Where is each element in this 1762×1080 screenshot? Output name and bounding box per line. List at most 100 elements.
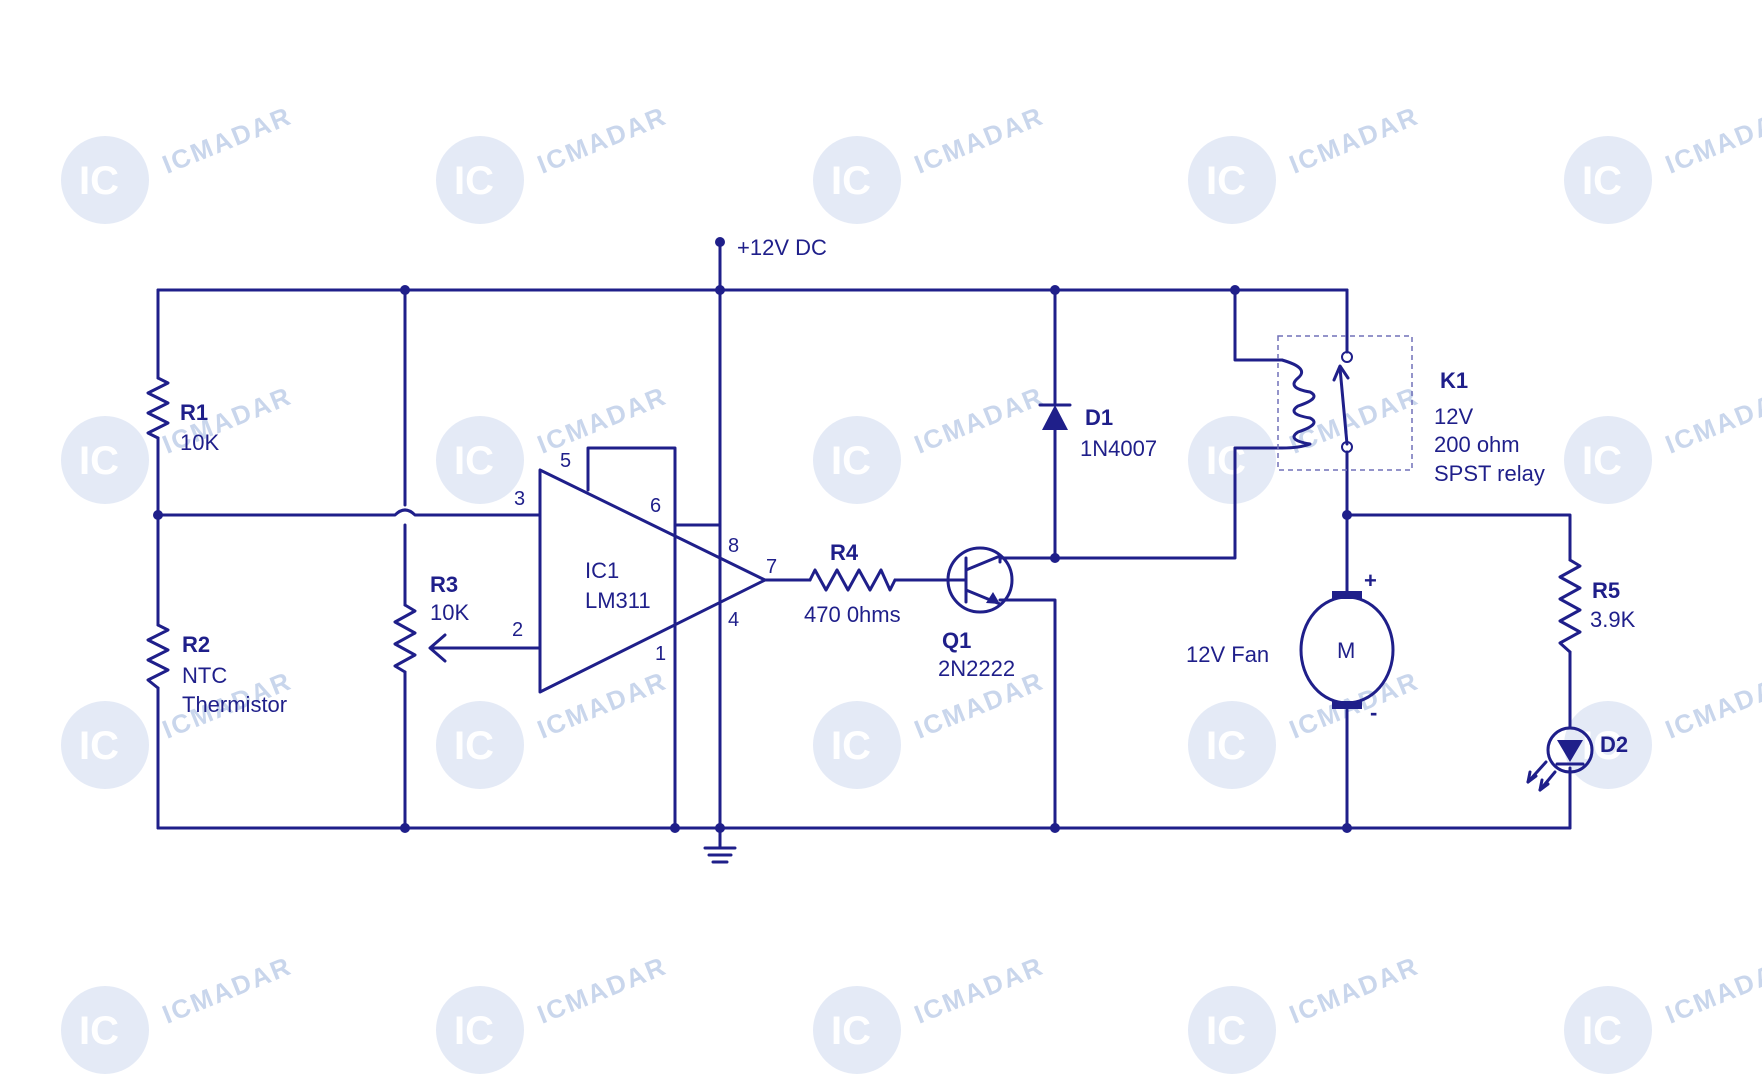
ground-symbol: [703, 826, 737, 864]
d2-ref: D2: [1600, 732, 1628, 757]
watermark-brand: ICMADAR: [910, 101, 1048, 180]
watermark-badge: IC: [1582, 439, 1622, 483]
r1-ref: R1: [180, 400, 208, 425]
watermark-logo: IC ICMADAR: [1188, 101, 1423, 224]
watermark-badge: IC: [1582, 1009, 1622, 1053]
watermark-brand: ICMADAR: [533, 951, 671, 1030]
r2-value-line1: NTC: [182, 663, 227, 688]
watermark-badge: IC: [831, 724, 871, 768]
watermark-logo: IC ICMADAR: [436, 101, 671, 224]
fan-label: 12V Fan: [1186, 642, 1269, 667]
k1-line3: SPST relay: [1434, 461, 1545, 486]
watermark-layer: IC ICMADAR IC ICMADAR IC ICMADAR IC ICMADAR IC IC…: [61, 101, 1762, 1074]
r3-value: 10K: [430, 600, 469, 625]
watermark-brand: ICMADAR: [533, 666, 671, 745]
ic1-ref: IC1: [585, 558, 619, 583]
ic1-pin2: 2: [512, 619, 523, 641]
d1-part: 1N4007: [1080, 436, 1157, 461]
wires: [156, 240, 1572, 830]
watermark-logo: IC ICMADAR: [1188, 951, 1423, 1074]
ic1-pin4: 4: [728, 609, 739, 631]
watermark-brand: ICMADAR: [1661, 381, 1762, 460]
watermark-logo: IC ICMADAR: [813, 381, 1048, 504]
watermark-badge: IC: [1206, 1009, 1246, 1053]
watermark-logo: IC ICMADAR: [813, 101, 1048, 224]
r3-ref: R3: [430, 572, 458, 597]
watermark-logo: IC ICMADAR: [813, 951, 1048, 1074]
k1-line2: 200 ohm: [1434, 432, 1520, 457]
watermark-badge: IC: [831, 159, 871, 203]
watermark-badge: IC: [454, 439, 494, 483]
watermark-logo: IC ICMADAR: [61, 381, 296, 504]
fan-motor: M + - 12V Fan: [1186, 568, 1395, 725]
resistor-r1: R1 10K: [146, 376, 219, 455]
ic1-pin3: 3: [514, 488, 525, 510]
watermark-badge: IC: [1206, 439, 1246, 483]
ic1-pin7: 7: [766, 556, 777, 578]
d1-ref: D1: [1085, 405, 1113, 430]
ic1-pin1: 1: [655, 643, 666, 665]
comparator-ic1: IC1 LM311 3 2 5 6 8 7 4 1: [512, 450, 777, 694]
thermistor-r2: R2 NTC Thermistor: [146, 623, 287, 717]
watermark-badge: IC: [79, 159, 119, 203]
ic1-part: LM311: [585, 588, 651, 613]
watermark-brand: ICMADAR: [910, 381, 1048, 460]
watermark-brand: ICMADAR: [158, 381, 296, 460]
watermark-badge: IC: [454, 724, 494, 768]
watermark-logo: IC ICMADAR: [1564, 381, 1762, 504]
fan-symbol: M: [1337, 638, 1355, 663]
supply-label: +12V DC: [737, 235, 827, 260]
r5-value: 3.9K: [1590, 607, 1636, 632]
watermark-badge: IC: [831, 1009, 871, 1053]
watermark-badge: IC: [831, 439, 871, 483]
k1-ref: K1: [1440, 368, 1468, 393]
q1-ref: Q1: [942, 628, 971, 653]
watermark-badge: IC: [79, 439, 119, 483]
watermark-brand: ICMADAR: [1285, 951, 1423, 1030]
resistor-r5: R5 3.9K: [1558, 558, 1636, 654]
transistor-q1: Q1 2N2222: [938, 546, 1015, 681]
watermark-logo: IC ICMADAR: [1564, 951, 1762, 1074]
watermark-brand: ICMADAR: [910, 951, 1048, 1030]
k1-line1: 12V: [1434, 404, 1473, 429]
diode-d1: D1 1N4007: [1038, 403, 1157, 461]
watermark-badge: IC: [1206, 159, 1246, 203]
watermark-brand: ICMADAR: [533, 101, 671, 180]
junction-dots: [153, 237, 1352, 833]
watermark-logo: IC ICMADAR: [436, 951, 671, 1074]
r4-ref: R4: [830, 540, 859, 565]
fan-minus: -: [1370, 700, 1377, 725]
q1-part: 2N2222: [938, 656, 1015, 681]
ic1-pin6: 6: [650, 495, 661, 517]
ic1-pin5: 5: [560, 450, 571, 472]
watermark-brand: ICMADAR: [1661, 666, 1762, 745]
led-d2: D2: [1526, 726, 1628, 792]
watermark-brand: ICMADAR: [158, 951, 296, 1030]
relay-k1: K1 12V 200 ohm SPST relay: [1277, 335, 1545, 486]
r5-ref: R5: [1592, 578, 1620, 603]
watermark-badge: IC: [454, 1009, 494, 1053]
resistor-r4: R4 470 0hms: [804, 540, 901, 627]
r4-value: 470 0hms: [804, 602, 901, 627]
watermark-brand: ICMADAR: [1661, 951, 1762, 1030]
r2-value-line2: Thermistor: [182, 692, 287, 717]
r2-ref: R2: [182, 632, 210, 657]
ic1-pin8: 8: [728, 535, 739, 557]
watermark-brand: ICMADAR: [1285, 101, 1423, 180]
watermark-brand: ICMADAR: [1661, 101, 1762, 180]
r1-value: 10K: [180, 430, 219, 455]
potentiometer-r3: R3 10K: [393, 572, 542, 674]
watermark-badge: IC: [454, 159, 494, 203]
watermark-badge: IC: [1206, 724, 1246, 768]
fan-plus: +: [1364, 568, 1377, 593]
